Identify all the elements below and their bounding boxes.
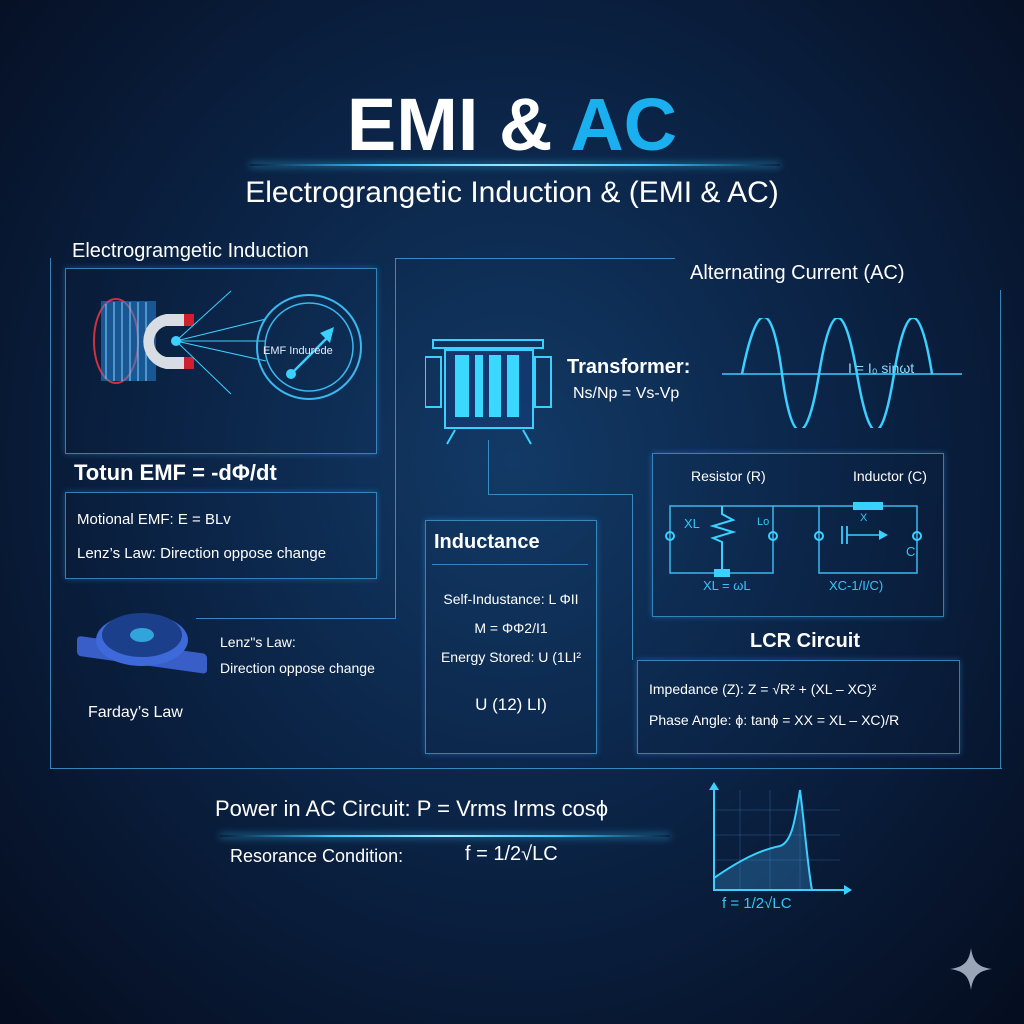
lcr-box: Impedance (Z): Z = √R² + (XL – XC)² Phas…	[637, 660, 960, 754]
lenz-side-text: Direction oppose change	[220, 660, 375, 676]
c-label: C	[906, 544, 916, 559]
title-part-ac: AC	[570, 83, 678, 166]
frame-line	[196, 618, 396, 619]
inductor-title: Inductor (C)	[853, 468, 927, 484]
connector-line	[488, 440, 489, 494]
total-emf-formula: Totun EMF = -dΦ/dt	[74, 460, 277, 485]
inductance-title: Inductance	[434, 531, 540, 553]
mutual-inductance-formula: M = ΦΦ2/I1	[474, 620, 548, 636]
sine-wave	[740, 318, 934, 428]
emf-induced-label: EMF Indurede	[263, 345, 333, 357]
resonance-graph	[709, 782, 852, 895]
resonance-graph-label: f = 1/2√LC	[722, 895, 792, 912]
inductance-box: Inductance Self-Industance: L ΦII M = ΦΦ…	[425, 520, 597, 754]
lo-label: Lo	[757, 516, 770, 528]
frame-line	[50, 258, 51, 768]
resistor-symbol	[709, 506, 737, 573]
power-formula: Power in AC Circuit: P = Vrms Irms cosϕ	[215, 796, 609, 821]
power-divider	[220, 835, 670, 837]
lenz-law-text: Lenz’s Law: Direction oppose change	[77, 545, 327, 562]
ac-section-title: Alternating Current (AC)	[690, 262, 905, 284]
impedance-formula: Impedance (Z): Z = √R² + (XL – XC)²	[649, 681, 877, 697]
xl-label: XL	[684, 516, 700, 531]
frame-line	[395, 258, 675, 259]
self-inductance-formula: Self-Industance: L ΦII	[443, 591, 579, 607]
page-title: EMI & AC	[0, 82, 1024, 167]
circuit-diagram-box: Resistor (R) Inductor (C) XL Lo XL = ωL …	[652, 453, 944, 617]
xl-formula: XL = ωL	[703, 578, 751, 593]
connector-line	[632, 494, 633, 660]
circuit-schematic	[665, 502, 922, 577]
emf-meter-icon	[256, 294, 362, 400]
resonance-curve	[713, 789, 814, 891]
energy-formula-2: U (12) LI)	[475, 695, 547, 714]
page-subtitle: Electrograngetic Induction & (EMI & AC)	[245, 176, 779, 209]
faraday-law-label: Farday’s Law	[88, 704, 183, 721]
x-label: X	[860, 512, 868, 524]
emi-illustration-box: EMF Indurede	[65, 268, 377, 454]
frame-line	[1000, 290, 1001, 768]
title-divider	[250, 164, 780, 166]
frame-line	[395, 258, 396, 618]
wave-formula: I = I₀ sinωt	[848, 360, 915, 376]
lcr-title: LCR Circuit	[750, 630, 860, 652]
lenz-side-title: Lenz"s Law:	[220, 634, 296, 650]
faraday-device-icon	[77, 613, 207, 674]
title-part-emi: EMI &	[346, 83, 571, 166]
energy-stored-formula: Energy Stored: U (1LI²	[440, 649, 582, 665]
motional-emf-formula: Motional EMF: E = BLv	[77, 511, 231, 528]
magnet-icon	[143, 314, 194, 369]
inductance-divider	[432, 564, 588, 565]
sparkle-icon	[950, 948, 992, 990]
resonance-label: Resorance Condition:	[230, 846, 404, 866]
resistor-title: Resistor (R)	[691, 468, 766, 484]
phase-angle-formula: Phase Angle: ϕ: tanϕ = XX = XL – XC)/R	[649, 712, 900, 728]
frame-line	[50, 768, 1002, 769]
transformer-icon	[425, 339, 552, 445]
emi-formulas-box: Motional EMF: E = BLv Lenz’s Law: Direct…	[65, 492, 377, 579]
resonance-formula: f = 1/2√LC	[465, 843, 558, 865]
emi-section-title: Electrogramgetic Induction	[72, 240, 309, 262]
magnet-coil-illustration	[93, 290, 362, 400]
transformer-title: Transformer:	[567, 356, 691, 378]
transformer-formula: Ns/Np = Vs-Vp	[573, 385, 680, 402]
sine-wave-graph	[722, 318, 962, 428]
xc-formula: XC-1/I/C)	[829, 578, 884, 593]
connector-line	[488, 494, 632, 495]
